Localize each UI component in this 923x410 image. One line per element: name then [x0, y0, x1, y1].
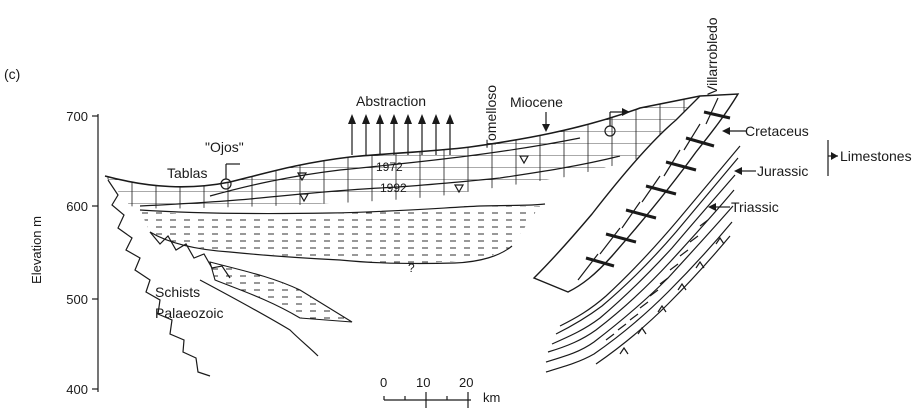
tomelloso-label: Tomelloso: [483, 85, 499, 148]
miocene-arrow-head: [542, 124, 550, 132]
y-tick-label-500: 500: [66, 292, 88, 307]
y-tick-label-700: 700: [66, 109, 88, 124]
y-axis: 700 600 500 400 Elevation m: [29, 109, 98, 397]
triassic-line-5: [596, 236, 730, 364]
left-basement-wavy-boundary: [108, 180, 210, 376]
y-axis-label: Elevation m: [29, 216, 44, 284]
abstraction-arrow: [432, 114, 440, 155]
year-1992-label: 1992: [380, 181, 407, 195]
scale-tick-10: 10: [416, 375, 430, 390]
cretaceus-pointer-head: [722, 127, 730, 135]
scale-tick-20: 20: [459, 375, 473, 390]
abstraction-arrow: [348, 114, 356, 155]
limestones-pointer-head: [831, 152, 838, 160]
jurassic-label: Jurassic: [757, 163, 808, 179]
limestones-label: Limestones: [840, 148, 912, 164]
palaeozoic-wedge: [210, 262, 352, 322]
abstraction-arrow: [418, 114, 426, 155]
aquifer-dashed-zone: [140, 206, 540, 263]
y-tick-label-400: 400: [66, 382, 88, 397]
villarrobledo-label: Villarrobledo: [704, 17, 720, 95]
ojos-label: "Ojos": [205, 139, 244, 155]
abstraction-arrow: [404, 114, 412, 155]
abstraction-label: Abstraction: [356, 93, 426, 109]
miocene-label: Miocene: [510, 94, 563, 110]
cretaceus-label: Cretaceus: [745, 123, 809, 139]
abstraction-arrows: [348, 114, 454, 155]
abstraction-arrow: [376, 114, 384, 155]
tablas-label: Tablas: [167, 165, 207, 181]
scale-tick-0: 0: [380, 375, 387, 390]
panel-label: (c): [4, 66, 20, 82]
question-mark: ?: [408, 261, 415, 275]
abstraction-arrow: [390, 114, 398, 155]
abstraction-arrow: [362, 114, 370, 155]
triassic-label: Triassic: [731, 199, 779, 215]
y-tick-label-600: 600: [66, 199, 88, 214]
scale-bar: 0 10 20 km: [380, 375, 500, 408]
year-1972-label: 1972: [376, 160, 403, 174]
jurassic-pointer-head: [734, 167, 742, 175]
scale-unit: km: [483, 390, 500, 405]
palaeozoic-label: Palaeozoic: [155, 305, 224, 321]
schists-label: Schists: [155, 284, 200, 300]
